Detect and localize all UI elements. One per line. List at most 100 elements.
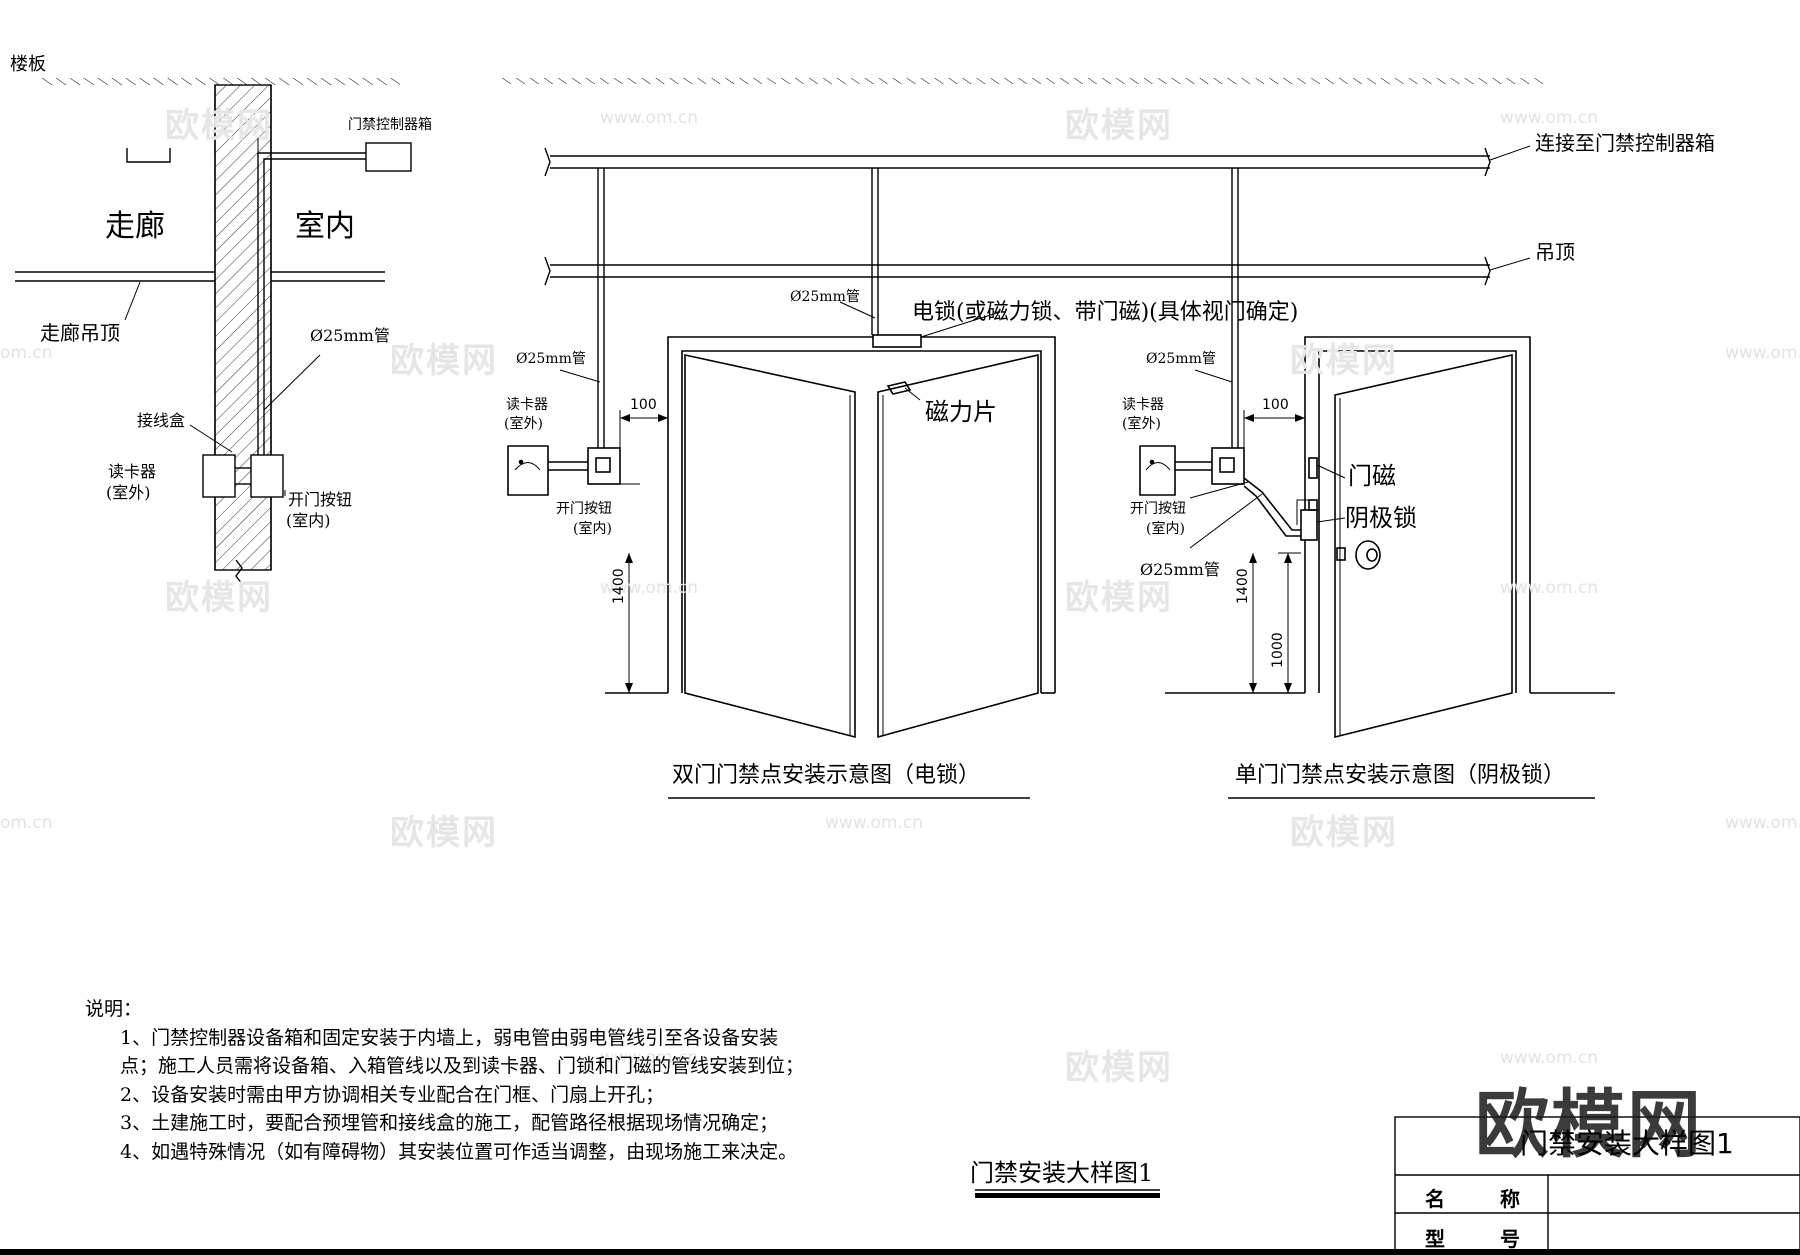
double-pipe-top-label: Ø25mm管: [790, 289, 860, 305]
double-door-frame: [667, 336, 1056, 693]
left-exit-button-label: 开门按钮: [288, 490, 353, 509]
corridor-label: 走廊: [105, 209, 165, 244]
leader-pipe: [263, 354, 321, 411]
note-item-1-line-1: 1、门禁控制器设备箱和固定安装于内墙上，弱电管由弱电管线引至各设备安装: [120, 1026, 779, 1049]
note-item-2: 2、设备安装时需由甲方协调相关专业配合在门框、门扇上开孔；: [120, 1083, 665, 1106]
watermark-url: www.om.cn: [1725, 813, 1800, 833]
watermark-brand: 欧模网: [1290, 341, 1398, 381]
double-door-caption: 双门门禁点安装示意图（电锁）: [672, 763, 981, 788]
magnet-plate-label: 磁力片: [925, 398, 997, 426]
wall-pipe-label: Ø25mm管: [310, 326, 390, 345]
watermark-brand: 欧模网: [1065, 1048, 1173, 1088]
single-card-reader-sub: (室外): [1122, 416, 1161, 432]
card-reader-section: [202, 454, 236, 498]
double-pipe-side-label: Ø25mm管: [516, 351, 586, 367]
double-card-reader-sub: (室外): [504, 416, 543, 432]
watermark-brand: 欧模网: [1065, 106, 1173, 146]
controller-box-label: 门禁控制器箱: [348, 117, 432, 133]
connect-controller-label: 连接至门禁控制器箱: [1535, 131, 1715, 155]
drawing-title: 门禁安装大样图1: [970, 1159, 1154, 1187]
double-dim-height: 1400: [611, 568, 627, 604]
double-card-reader: [507, 445, 549, 496]
floor-slab-hatch: [40, 78, 400, 85]
double-door-right-leaf: [877, 353, 1039, 739]
single-card-reader-label: 读卡器: [1122, 397, 1164, 413]
title-block-name-label: 名 称: [1425, 1187, 1544, 1211]
single-dim-height-2: 1000: [1270, 632, 1286, 668]
controller-box: [365, 142, 412, 172]
exit-button-section: [250, 454, 284, 498]
door-contact-label: 门磁: [1348, 462, 1396, 490]
single-dim-offset: 100: [1262, 397, 1289, 413]
watermark-url: www.om.cn: [600, 1048, 699, 1068]
strike-lock: [1300, 509, 1318, 541]
watermark-url: www.om.cn: [600, 578, 699, 598]
electric-lock: [872, 334, 922, 348]
left-card-reader-label: 读卡器: [108, 462, 157, 481]
watermark-brand: 欧模网: [1290, 813, 1398, 853]
door-contact: [1308, 457, 1318, 479]
single-door-leaf: [1334, 353, 1513, 739]
watermark-brand: 欧模网: [390, 341, 498, 381]
single-card-reader: [1139, 445, 1176, 496]
trunk-conduits: [544, 145, 1531, 450]
single-pipe-side-label: Ø25mm管: [1146, 351, 1216, 367]
bottom-frame: [0, 1249, 1800, 1255]
indoor-label: 室内: [295, 209, 355, 244]
brand-watermark-large: 欧模网: [1475, 1082, 1703, 1168]
corridor-ceiling-label: 走廊吊顶: [40, 321, 120, 345]
ceiling-label: 吊顶: [1535, 240, 1575, 264]
double-card-reader-label: 读卡器: [506, 397, 548, 413]
double-exit-button-label: 开门按钮: [556, 501, 612, 517]
wall-section: [15, 78, 412, 585]
note-item-3: 3、土建施工时，要配合预埋管和接线盒的施工，配管路径根据现场情况确定；: [120, 1112, 779, 1134]
watermark-url: www.om.cn: [1725, 343, 1800, 363]
watermark-brand: 欧模网: [390, 813, 498, 853]
break-mark: [235, 559, 243, 585]
left-card-reader-sub: (室外): [106, 483, 151, 502]
strike-lock-label: 阴极锁: [1345, 504, 1417, 532]
floor-label: 楼板: [10, 54, 46, 75]
ceiling-slab-hatch: [498, 78, 1548, 84]
watermark-url: www.om.cn: [825, 813, 924, 833]
watermark-url: om.cn: [0, 813, 53, 833]
watermark-url: www.om.cn: [1500, 578, 1599, 598]
double-door-left-leaf: [684, 354, 856, 739]
single-exit-button-sub: (室内): [1146, 521, 1185, 537]
single-pipe-bottom-label: Ø25mm管: [1140, 560, 1220, 579]
left-exit-button-sub: (室内): [286, 511, 331, 530]
single-door-drawing: [1139, 336, 1615, 799]
single-dim-height: 1400: [1235, 568, 1251, 604]
watermark-brand: 欧模网: [1065, 578, 1173, 618]
electric-lock-label: 电锁(或磁力锁、带门磁)(具体视门确定): [912, 300, 1299, 325]
single-exit-button-label: 开门按钮: [1130, 501, 1186, 517]
watermark-url: www.om.cn: [1500, 108, 1599, 128]
watermark-url: www.om.cn: [1500, 1048, 1599, 1068]
leader-ceiling: [124, 281, 141, 321]
double-door-drawing: [507, 301, 1056, 799]
wall-conduit: [257, 152, 366, 475]
notes-title: 说明：: [85, 998, 143, 1020]
watermark-brand: 欧模网: [165, 106, 273, 146]
title-block-title: 门禁安装大样图1: [1520, 1127, 1734, 1160]
watermark-url: www.om.cn: [600, 108, 699, 128]
double-dim-offset: 100: [630, 397, 657, 413]
magnet-plate: [886, 381, 912, 395]
notes-block: 说明： 1、门禁控制器设备箱和固定安装于内墙上，弱电管由弱电管线引至各设备安装 …: [85, 995, 804, 1166]
single-door-caption: 单门门禁点安装示意图（阴极锁）: [1235, 763, 1566, 788]
double-exit-button-sub: (室内): [573, 521, 612, 537]
door-handle: [1355, 540, 1381, 570]
ceiling-fixture: [126, 148, 171, 163]
watermark-brand: 欧模网: [165, 578, 273, 618]
double-junction-box: [587, 447, 621, 485]
single-junction-box: [1211, 447, 1245, 485]
note-item-1-line-2: 点；施工人员需将设备箱、入箱管线以及到读卡器、门锁和门磁的管线安装到位；: [120, 1055, 805, 1077]
watermark-url: om.cn: [0, 343, 53, 363]
leader-junction: [189, 424, 233, 453]
note-item-4: 4、如遇特殊情况（如有障碍物）其安装位置可作适当调整，由现场施工来决定。: [120, 1140, 798, 1163]
title-block-model-label: 型 号: [1425, 1227, 1544, 1251]
junction-box-label: 接线盒: [137, 411, 186, 430]
title-underline: [975, 1193, 1160, 1198]
title-block: [1394, 1116, 1800, 1255]
